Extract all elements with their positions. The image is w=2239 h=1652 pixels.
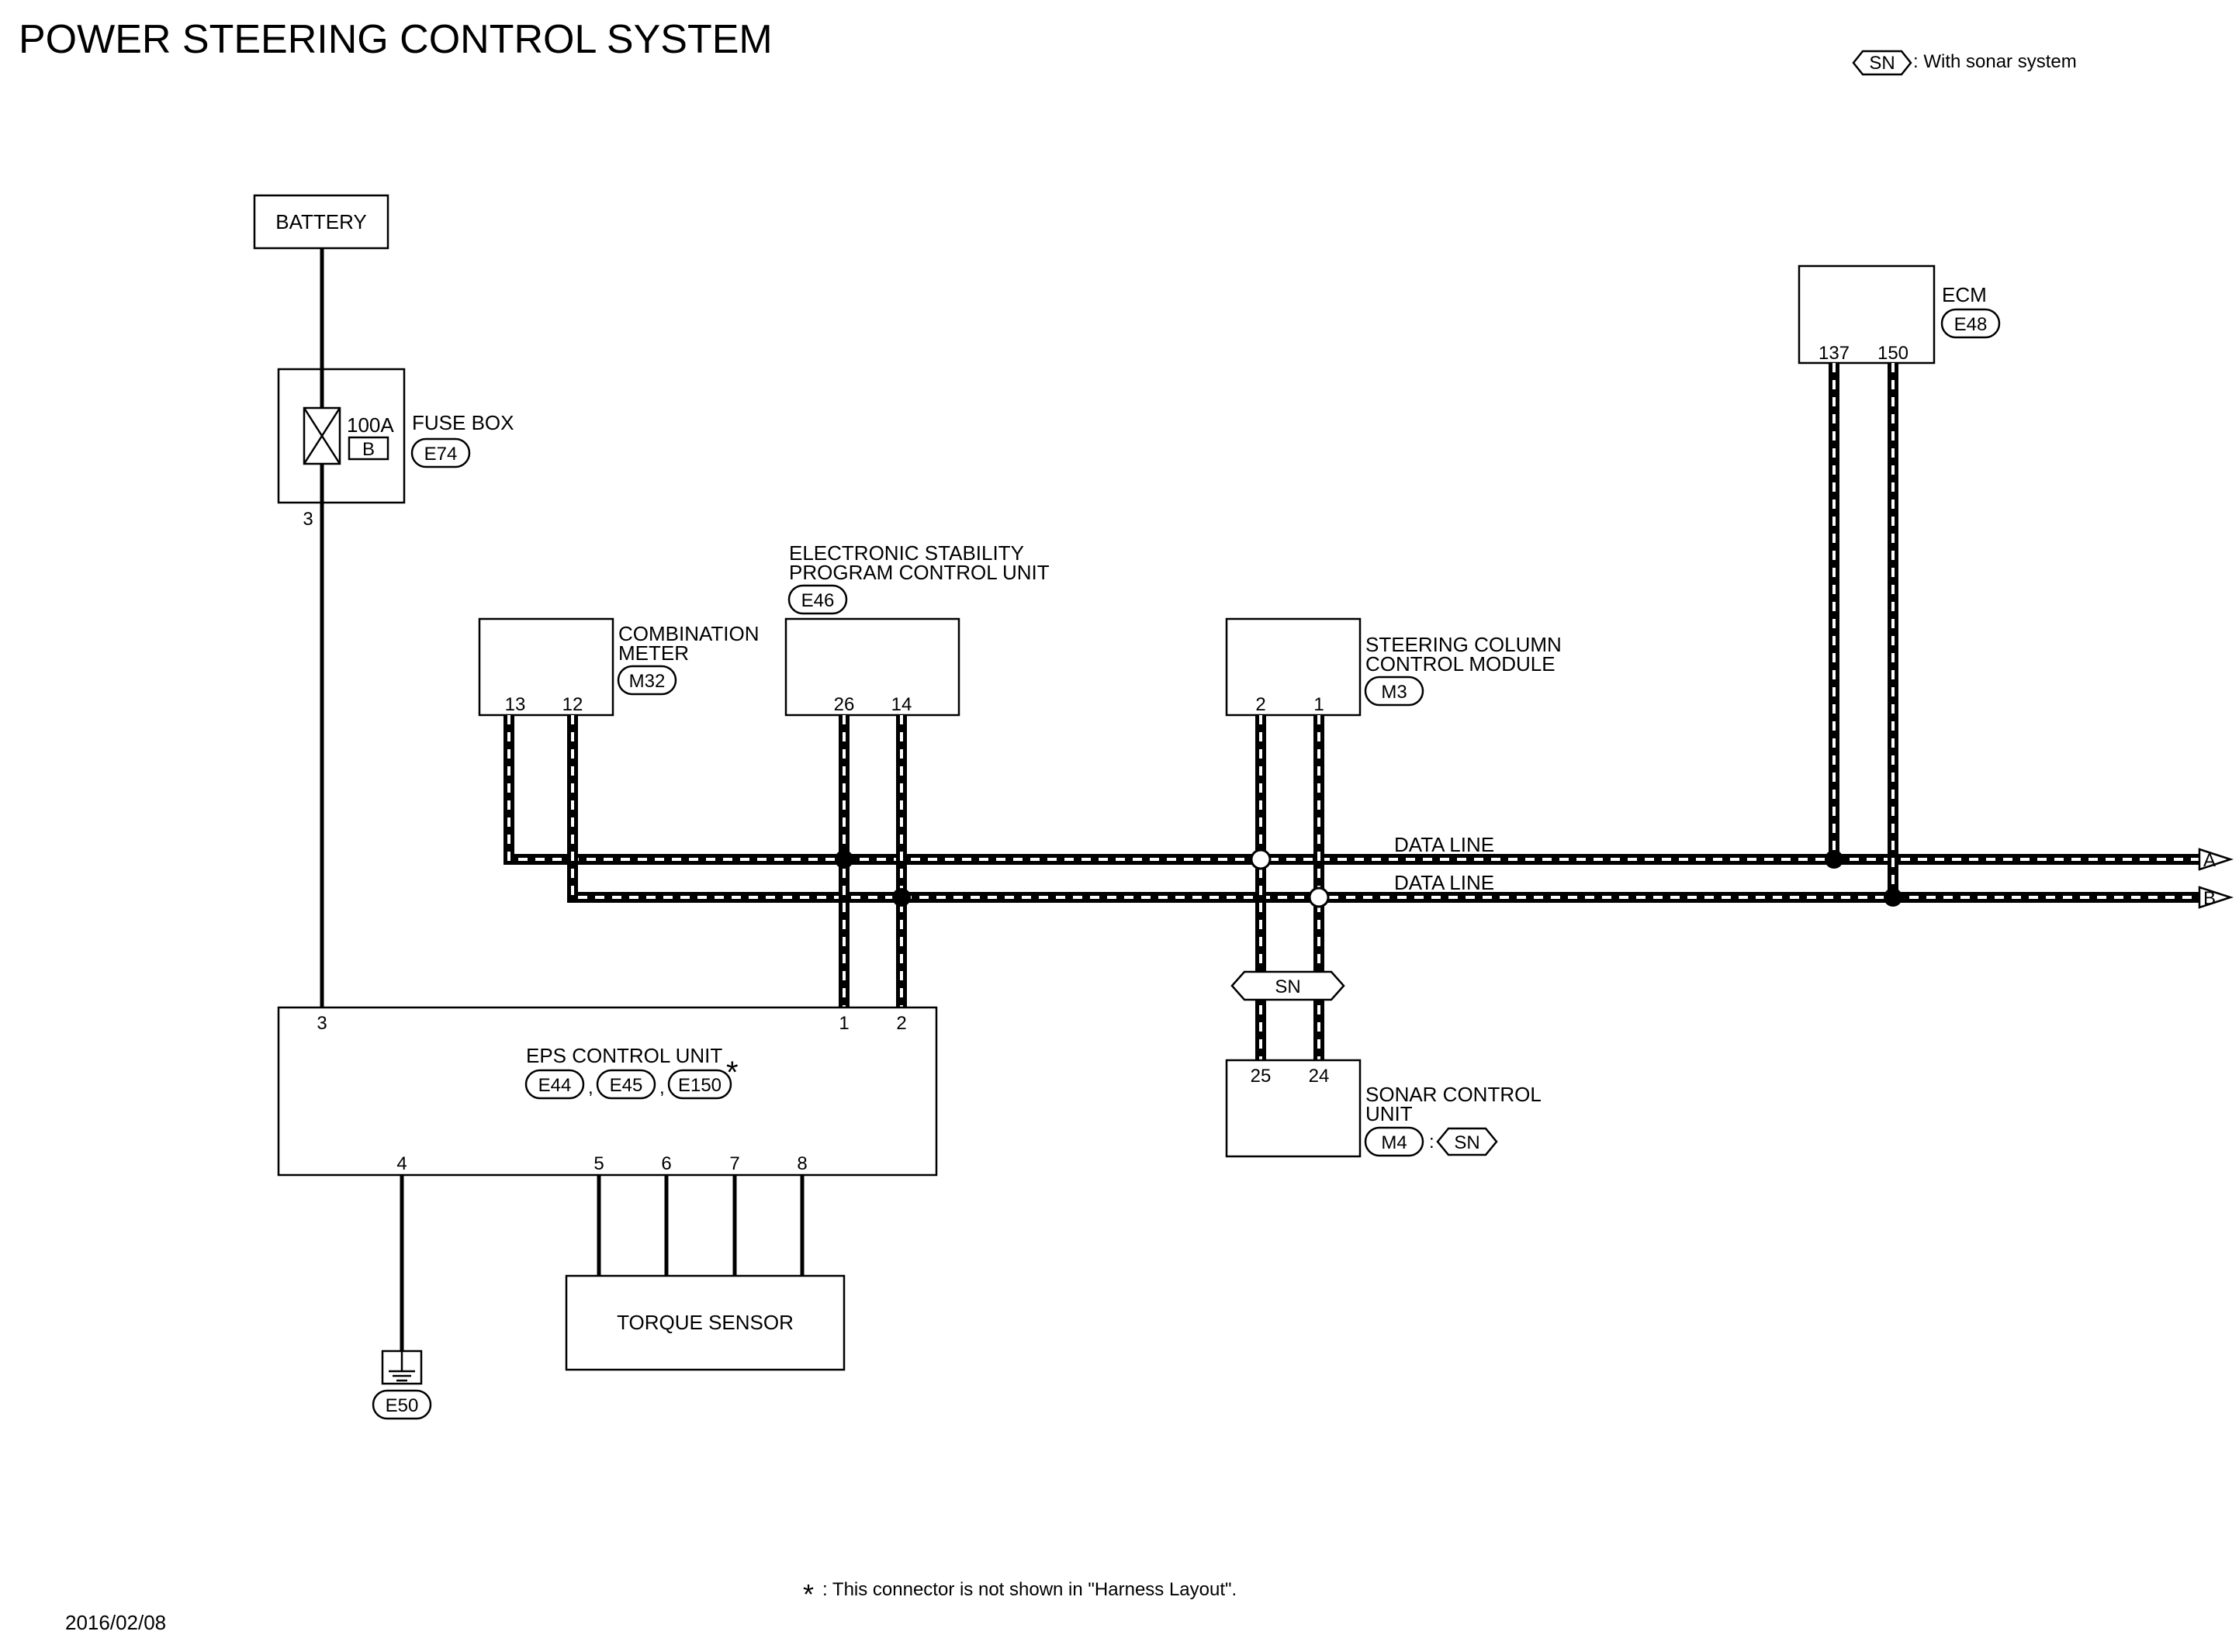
esp-box xyxy=(784,617,960,717)
esp-pin-a: 26 xyxy=(834,694,855,715)
data-line-a xyxy=(504,715,2199,865)
sonar-pin-a: 25 xyxy=(1251,1066,1272,1087)
meter-label-line1: COMBINATION xyxy=(618,622,760,645)
esp-connector-tag xyxy=(787,584,848,615)
fuse-box-connector: E74 xyxy=(424,444,458,465)
torque-sensor-box xyxy=(565,1274,846,1371)
footnote-asterisk: * xyxy=(803,1578,814,1610)
eps-pin-ground: 4 xyxy=(396,1153,407,1174)
arrow-a-label: A xyxy=(2203,850,2216,871)
ground-connector-tag xyxy=(372,1389,432,1420)
sonar-sn-tag xyxy=(1436,1127,1498,1156)
eps-connector-3: E150 xyxy=(678,1075,722,1096)
junction-esp-a xyxy=(835,850,853,869)
meter-pin-a: 13 xyxy=(505,694,526,715)
sccm-pin-b: 1 xyxy=(1313,694,1324,715)
ecm-connector: E48 xyxy=(1954,314,1988,335)
meter-label-line2: METER xyxy=(618,641,689,665)
eps-pin-power: 3 xyxy=(317,1013,327,1034)
ecm-connector-tag xyxy=(1940,308,2001,339)
arrow-b-label: B xyxy=(2203,888,2216,909)
ecm-box xyxy=(1798,264,1936,365)
data-line-a-label: DATA LINE xyxy=(1394,833,1494,856)
fuse-rating: 100A xyxy=(347,413,394,437)
can-wiring xyxy=(504,363,2199,1060)
sccm-connector: M3 xyxy=(1381,682,1407,703)
junction-ecm-b xyxy=(1884,888,1902,907)
sonar-label-line1: SONAR CONTROL xyxy=(1365,1083,1542,1106)
fuse-box xyxy=(277,368,406,504)
meter-connector-tag xyxy=(617,665,677,696)
sccm-label-line1: STEERING COLUMN xyxy=(1365,633,1562,656)
eps-control-unit-box xyxy=(277,1006,938,1177)
esp-label-line2: PROGRAM CONTROL UNIT xyxy=(789,561,1050,584)
eps-comma-2: , xyxy=(659,1077,665,1098)
data-line-b-arrow xyxy=(2198,886,2234,909)
sccm-pin-a: 2 xyxy=(1255,694,1265,715)
eps-connector-1-tag xyxy=(524,1069,585,1100)
ecm-pin-b: 150 xyxy=(1877,343,1909,364)
esp-pin-b: 14 xyxy=(891,694,912,715)
junction-sccm-b xyxy=(1308,886,1330,908)
sonar-label-line2: UNIT xyxy=(1365,1102,1413,1125)
data-line-b-label: DATA LINE xyxy=(1394,871,1494,894)
legend-tag-text: SN xyxy=(1869,53,1895,74)
sonar-sn-text: SN xyxy=(1454,1132,1479,1153)
eps-pin-ts2: 6 xyxy=(661,1153,671,1174)
data-line-b-pattern xyxy=(571,715,2199,899)
esp-label-line1: ELECTRONIC STABILITY xyxy=(789,541,1024,565)
eps-pin-can-b: 2 xyxy=(896,1013,906,1034)
sonar-separator: : xyxy=(1429,1132,1434,1153)
sn-option-text: SN xyxy=(1275,976,1300,997)
legend-sn-tag xyxy=(1852,50,1912,76)
sccm-connector-tag xyxy=(1364,676,1424,707)
eps-pin-ts1: 5 xyxy=(593,1153,604,1174)
eps-connector-3-tag xyxy=(667,1069,732,1100)
ecm-pin-a: 137 xyxy=(1819,343,1850,364)
data-line-a-arrow xyxy=(2198,848,2234,871)
eps-connector-2-tag xyxy=(596,1069,656,1100)
fuse-id-box xyxy=(348,436,389,461)
esp-connector: E46 xyxy=(801,590,835,611)
fuse-id: B xyxy=(362,439,375,460)
legend: SN : With sonar system xyxy=(1852,50,2077,76)
battery-label: BATTERY xyxy=(275,210,367,233)
fuse-box-connector-tag xyxy=(410,437,471,468)
eps-pin-ts4: 8 xyxy=(797,1153,807,1174)
eps-pin-ts3: 7 xyxy=(729,1153,739,1174)
eps-label: EPS CONTROL UNIT xyxy=(526,1044,722,1067)
sonar-box xyxy=(1225,1059,1362,1158)
fuse-box-pin: 3 xyxy=(303,509,313,530)
sccm-box xyxy=(1225,617,1362,717)
meter-pin-b: 12 xyxy=(562,694,583,715)
ecm-label: ECM xyxy=(1942,283,1987,306)
legend-text: : With sonar system xyxy=(1913,51,2077,72)
diagram-title: POWER STEERING CONTROL SYSTEM xyxy=(19,17,773,62)
eps-connector-1: E44 xyxy=(538,1075,572,1096)
data-line-a-pattern xyxy=(507,715,2199,861)
junction-esp-b xyxy=(892,888,911,907)
eps-asterisk: * xyxy=(726,1056,739,1090)
fuse-cross-line-2 xyxy=(303,407,341,465)
eps-comma-1: , xyxy=(588,1077,593,1098)
sonar-connector-tag xyxy=(1364,1126,1424,1157)
sonar-connector: M4 xyxy=(1381,1132,1407,1153)
fuse-box-label: FUSE BOX xyxy=(412,411,514,434)
footnote-text: : This connector is not shown in "Harnes… xyxy=(822,1579,1237,1600)
ground-connector: E50 xyxy=(386,1395,419,1416)
sonar-pin-b: 24 xyxy=(1309,1066,1330,1087)
meter-box xyxy=(478,617,614,717)
diagram-date: 2016/02/08 xyxy=(65,1611,166,1634)
torque-sensor-label: TORQUE SENSOR xyxy=(617,1311,794,1334)
junction-sccm-a xyxy=(1250,848,1272,870)
data-line-b xyxy=(567,715,2199,903)
junction-ecm-a xyxy=(1825,850,1843,869)
sccm-label-line2: CONTROL MODULE xyxy=(1365,652,1556,676)
sn-option-tag xyxy=(1230,970,1345,1001)
meter-connector: M32 xyxy=(629,671,666,692)
eps-pin-can-a: 1 xyxy=(839,1013,849,1034)
eps-connector-2: E45 xyxy=(610,1075,643,1096)
